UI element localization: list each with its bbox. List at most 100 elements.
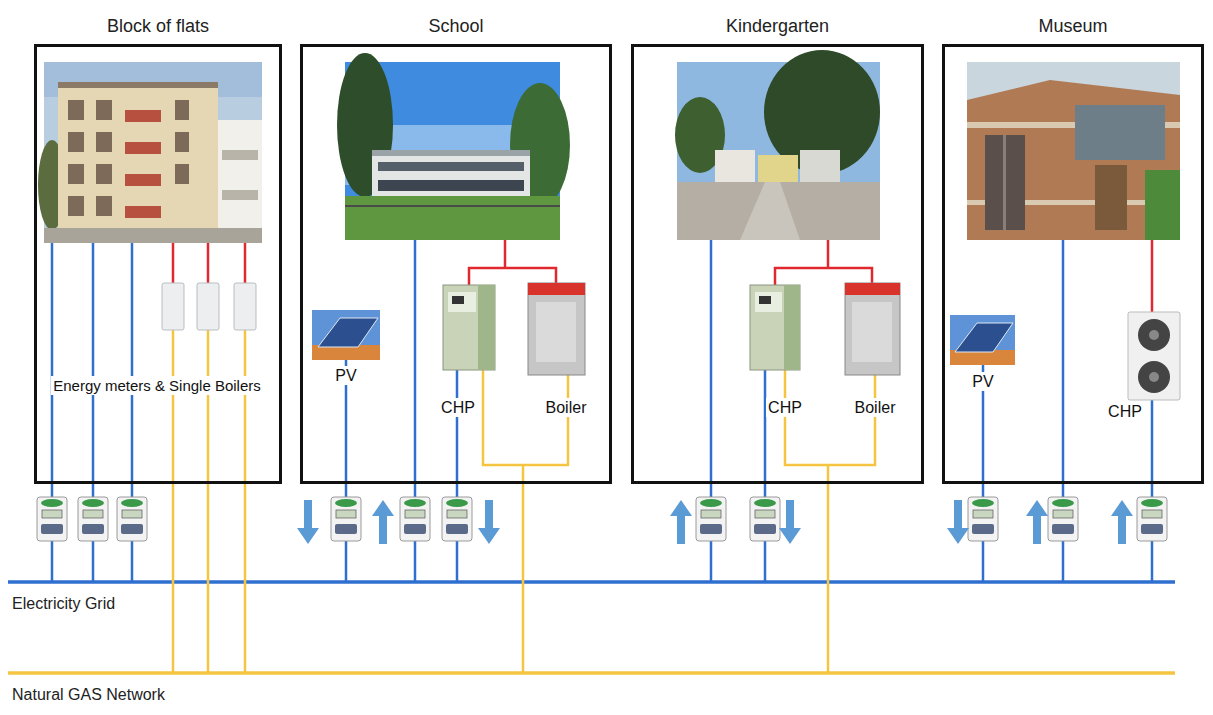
single-boiler [197, 283, 219, 330]
flow-arrow [779, 500, 801, 544]
gas-pipe [785, 370, 875, 465]
heat-pump-unit [1149, 330, 1159, 340]
gas-pipe [8, 671, 1175, 675]
flats-photo [44, 228, 262, 243]
flats-photo [125, 206, 161, 218]
flats-photo [44, 62, 262, 243]
electric-wire [982, 365, 985, 582]
museum-photo [967, 62, 1180, 240]
museum-photo [967, 62, 1180, 240]
device-label: CHP [766, 398, 804, 417]
flow-arrow [1111, 500, 1133, 544]
building-title: Museum [925, 16, 1213, 37]
energy-meters [750, 497, 780, 541]
kindergarten-photo [675, 50, 880, 240]
energy-meters [442, 497, 472, 541]
boiler-unit [852, 302, 892, 362]
flats-photo [222, 190, 258, 200]
energy-meters [37, 497, 1167, 541]
device-name: PV [970, 372, 995, 391]
flats-photo [96, 132, 112, 152]
gas-pipe [522, 465, 525, 673]
energy-meters [1048, 497, 1078, 541]
heat-pipe [207, 243, 210, 283]
gas-pipe [483, 370, 568, 465]
network-label: Electricity Grid [12, 594, 115, 613]
heat-pump-unit [1149, 372, 1159, 382]
building-box: MuseumPVCHP [942, 44, 1204, 484]
electric-wire [345, 360, 348, 582]
device-label: CHP [439, 398, 477, 417]
energy-meters [331, 497, 361, 541]
museum-photo [1095, 165, 1127, 230]
building-title: Kindergarten [614, 16, 941, 37]
flats-photo [58, 86, 218, 243]
flats-photo [68, 132, 84, 152]
flats-photo [222, 150, 258, 160]
device-name: Energy meters & Single Boilers [51, 376, 263, 395]
device-label: Boiler [544, 398, 589, 417]
museum-photo [967, 80, 1180, 240]
single-boiler [162, 283, 184, 330]
heat-pump-unit [1138, 319, 1170, 351]
heat-pipe [172, 243, 175, 283]
flats-photo [125, 174, 161, 186]
energy-meters [696, 497, 726, 541]
museum-photo [1145, 170, 1180, 240]
school-photo [378, 180, 524, 191]
electric-wire [8, 240, 1175, 582]
device-name: Boiler [853, 398, 898, 417]
device-name: PV [333, 366, 358, 385]
boiler-unit [845, 283, 900, 375]
building-title: School [283, 16, 629, 37]
gas-pipe [827, 465, 830, 673]
school-photo [372, 150, 530, 196]
electric-wire [1151, 400, 1154, 582]
flow-arrow [297, 500, 319, 544]
device-name: Boiler [544, 398, 589, 417]
device-name: CHP [439, 398, 477, 417]
chp-unit [443, 285, 495, 370]
heat-pipe [775, 268, 872, 285]
school-photo [337, 53, 570, 240]
chp-unit [452, 296, 464, 304]
kindergarten-photo [677, 182, 880, 240]
energy-meters [37, 497, 67, 541]
heat-pipe [1151, 240, 1154, 312]
school-photo [372, 150, 530, 156]
device-name: CHP [1106, 402, 1144, 421]
flats-photo [58, 82, 218, 88]
flow-arrow [1026, 500, 1048, 544]
flats-photo [218, 120, 262, 243]
boiler-unit [528, 283, 585, 295]
pv-icon [312, 310, 1015, 365]
pv-icon [318, 318, 378, 347]
flats-photo [68, 100, 84, 120]
chp-unit [784, 285, 800, 370]
flow-arrow [478, 500, 500, 544]
kindergarten-photo [800, 150, 840, 182]
heat-pipe [827, 240, 830, 268]
flow-arrow [372, 500, 394, 544]
museum-photo [1003, 135, 1006, 230]
heat-pump-unit [1128, 312, 1180, 400]
device-label: CHP [1106, 402, 1144, 421]
boiler-unit [528, 283, 900, 375]
flow-arrow [947, 500, 969, 544]
device-label: Energy meters & Single Boilers [51, 376, 263, 395]
heat-pipe [504, 240, 507, 268]
building-title: Block of flats [17, 16, 299, 37]
gas-pipe [8, 330, 1175, 673]
flow-arrow [297, 500, 1133, 544]
electric-wire [8, 580, 1175, 584]
pv-icon [312, 310, 380, 360]
heat-pipe [244, 243, 247, 283]
energy-meters [400, 497, 430, 541]
school-photo [378, 162, 524, 171]
energy-meters [1137, 497, 1167, 541]
single-boiler [162, 283, 256, 330]
heat-pipe [469, 268, 556, 285]
flats-photo [125, 142, 161, 154]
device-label: PV [970, 372, 995, 391]
